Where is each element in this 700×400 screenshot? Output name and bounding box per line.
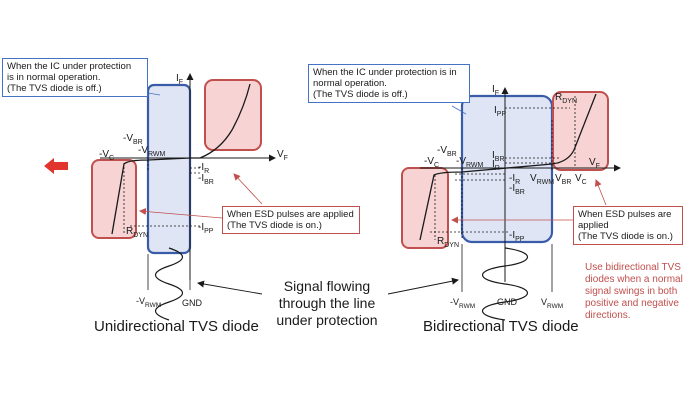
uni-gnd-label: GND [182, 298, 203, 308]
center-caption: Signal flowing through the line under pr… [276, 278, 378, 328]
bi-ibr-label: IBR [492, 150, 505, 163]
uni-ir-label: -IR [198, 162, 209, 175]
center-arrow-right [387, 277, 459, 295]
unidirectional-diagram: IF VF -VBR -VC -VRWM -IR -IBR -IPP RDYN … [44, 73, 288, 321]
bi-vf-label: VF [589, 157, 600, 170]
bi-ibr-neg-label: -IBR [509, 183, 525, 196]
bi-vrwm-label: VRWM [530, 173, 554, 186]
bi-usage-note: Use bidirectional TVS diodes when a norm… [585, 262, 683, 321]
center-arrow-left [197, 280, 263, 295]
bi-vrwm-neg-label: -VRWM [456, 156, 484, 169]
uni-rdyn-label: RDYN [126, 226, 148, 239]
bi-signal-wave [482, 247, 528, 321]
bi-bottom-vrwm-neg-label: -VRWM [450, 297, 475, 310]
uni-vc-label: -VC [99, 149, 114, 162]
bi-rdyn-top-label: RDYN [555, 92, 577, 105]
uni-off-leader [147, 92, 161, 96]
bi-gnd-label: GND [497, 297, 518, 307]
uni-callout-off: When the IC under protection is in norma… [2, 58, 148, 97]
uni-caption: Unidirectional TVS diode [94, 318, 259, 335]
uni-ibr-label: -IBR [198, 173, 214, 186]
bi-caption: Bidirectional TVS diode [423, 318, 579, 335]
bi-ipp-neg-label: -IPP [509, 230, 525, 243]
uni-vbr-label: -VBR [123, 133, 143, 146]
bi-if-label: IF [492, 84, 499, 97]
uni-forward-region [204, 79, 262, 151]
uni-esd-region [91, 159, 137, 239]
bi-ir-label: IR [492, 159, 500, 172]
bi-callout-off: When the IC under protection is in norma… [308, 64, 470, 103]
bi-vbr-neg-label: -VBR [437, 145, 457, 158]
uni-vrwm-label: -VRWM [138, 145, 166, 158]
bi-bottom-vrwm-label: VRWM [541, 297, 563, 310]
bi-vc-label: VC [575, 173, 587, 186]
bi-esd-leader-2 [594, 179, 607, 206]
uni-off-region [146, 83, 192, 255]
uni-esd-leader [139, 208, 223, 219]
uni-callout-esd: When ESD pulses are applied (The TVS dio… [222, 206, 360, 234]
uni-bottom-vrwm-label: -VRWM [136, 296, 161, 309]
uni-vf-label: VF [277, 149, 288, 162]
bi-off-leader [451, 105, 467, 115]
bi-ir-neg-label: -IR [509, 173, 520, 186]
bi-forward-region [552, 91, 609, 171]
uni-signal-wave [154, 247, 184, 321]
uni-if-label: IF [176, 73, 183, 86]
bi-callout-esd: When ESD pulses are applied (The TVS dio… [573, 206, 683, 245]
uni-iv-curve [111, 83, 251, 235]
bi-ipp-label: IPP [494, 105, 506, 118]
bidirectional-diagram: IF IPP RDYN -VBR IBR IR VF -VC -VRWM -IR… [401, 84, 621, 321]
uni-esd-leader-2 [233, 173, 263, 205]
uni-ipp-label: -IPP [198, 222, 214, 235]
left-red-arrow-icon [44, 158, 68, 174]
bi-iv-curve [419, 93, 597, 241]
bi-rdyn-bot-label: RDYN [437, 236, 459, 249]
bi-vc-neg-label: -VC [424, 156, 439, 169]
bi-vbr-label: VBR [555, 173, 571, 186]
